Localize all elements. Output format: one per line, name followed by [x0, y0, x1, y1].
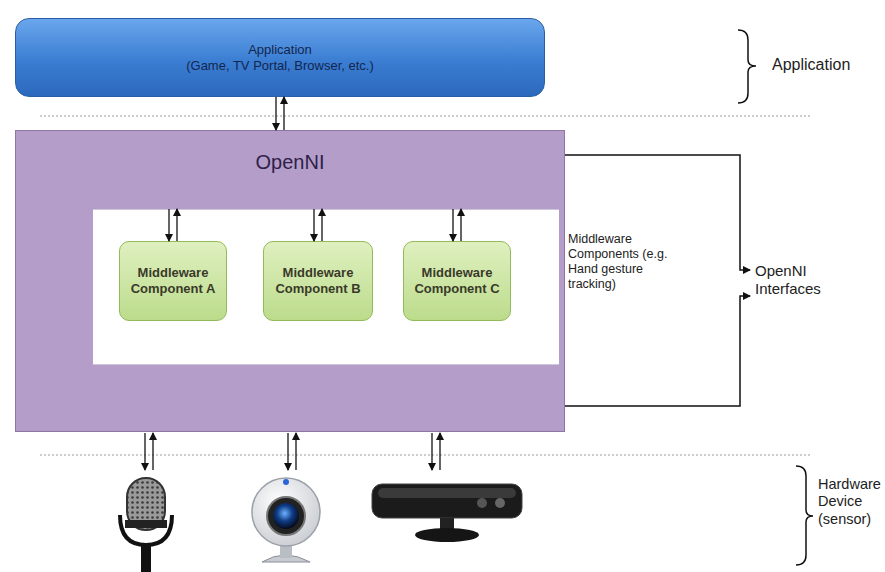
connector-arrow: [460, 209, 461, 241]
group-label: Middleware Components (e.g. Hand gesture…: [568, 232, 678, 292]
node-label: OpenNI: [16, 131, 564, 174]
webcam-icon: [252, 478, 320, 562]
connector-arrow: [452, 209, 453, 241]
kinect-sensor-icon: [372, 484, 522, 542]
middleware-box: Middleware Component A: [119, 241, 227, 321]
middleware-box: Middleware Component C: [403, 241, 511, 321]
node-label: Middleware Component A: [126, 265, 220, 297]
node-body: (Game, TV Portal, Browser, etc.): [186, 58, 374, 74]
layer-label: OpenNI Interfaces: [755, 262, 865, 298]
connector-arrow: [313, 209, 314, 241]
node-label: Middleware Component B: [270, 265, 366, 297]
connector-arrow: [176, 209, 177, 241]
node-heading: Application: [248, 42, 312, 58]
layer-label: Application: [772, 55, 882, 74]
connector-arrow: [275, 97, 276, 130]
connector-arrow: [168, 209, 169, 241]
openni-framework-box: OpenNI Middleware Component A Middleware C…: [15, 130, 565, 432]
layer-label: Hardware Device (sensor): [818, 476, 884, 528]
middleware-box: Middleware Component B: [263, 241, 373, 321]
connector-arrow: [283, 97, 284, 130]
application-box: Application(Game, TV Portal, Browser, et…: [15, 18, 545, 97]
connector-arrow: [321, 209, 322, 241]
node-label: Middleware Component C: [410, 265, 504, 297]
microphone-icon: [120, 478, 172, 572]
